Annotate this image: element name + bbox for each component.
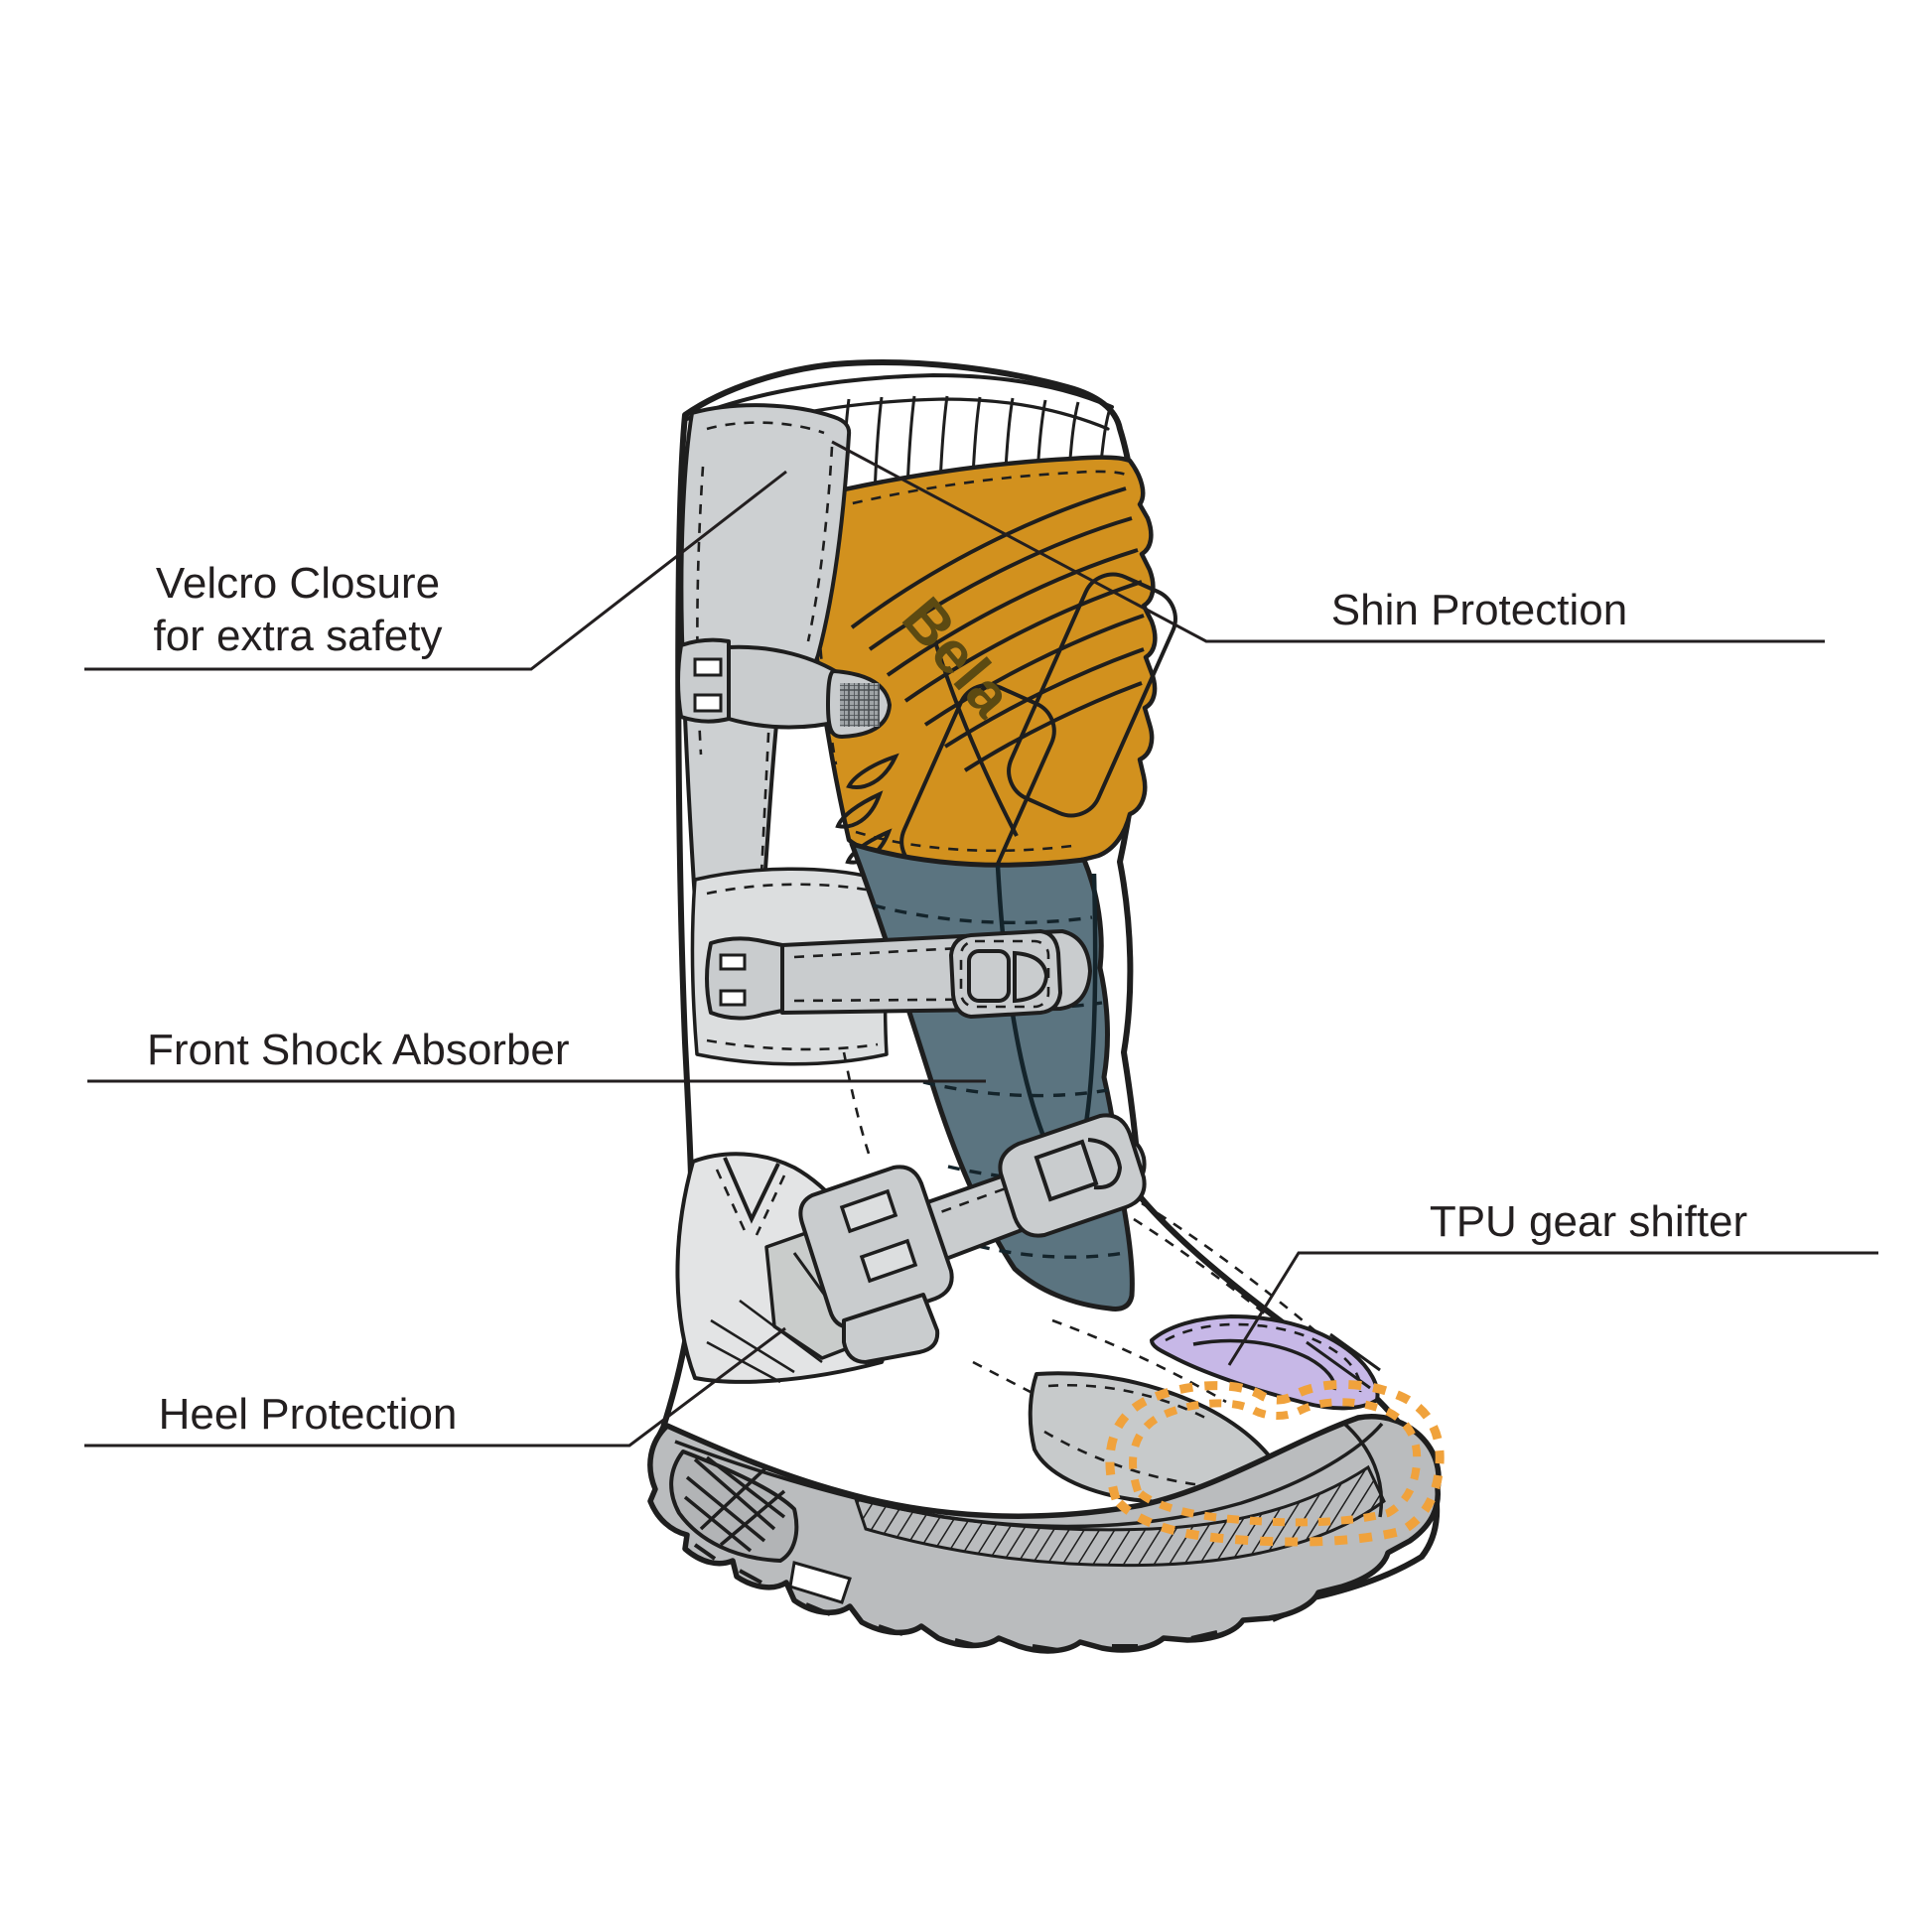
tpu-gear-shifter-leader-line [1227, 1251, 1878, 1366]
callout-heel-protection: Heel Protection [84, 1326, 786, 1448]
buckle-tooth [693, 693, 723, 713]
shin-plate: Bela [803, 455, 1177, 891]
label-tpu-gear-shifter: TPU gear shifter [1430, 1197, 1747, 1246]
buckle-tooth [719, 989, 747, 1007]
sole [647, 1414, 1442, 1654]
midsole-line [674, 1422, 1384, 1529]
label-velcro-closure-line2: for extra safety [153, 612, 442, 660]
callout-shin-protection: Shin Protection [831, 440, 1825, 643]
toe-block-line [1340, 1420, 1384, 1518]
tpu-gear-shifter-patch [1150, 1314, 1381, 1411]
callout-velcro-closure: Velcro Closure for extra safety [84, 470, 787, 671]
buckle-tooth [719, 953, 747, 971]
velcro-closure-leader-line [84, 470, 787, 671]
arch-gap [788, 1561, 852, 1604]
ankle-buckle-lever [798, 1165, 954, 1329]
shin-protection-leader-line [831, 440, 1825, 643]
ankle-buckle-strap [798, 1113, 1147, 1364]
sole-hatch-band [853, 1464, 1386, 1568]
middle-buckle-strap [705, 929, 1092, 1021]
label-shin-protection: Shin Protection [1331, 586, 1627, 634]
top-buckle [676, 637, 892, 739]
callout-tpu-gear-shifter: TPU gear shifter [1227, 1197, 1878, 1366]
buckle-tooth [693, 657, 723, 677]
boot-body: Bela [647, 358, 1445, 1654]
toe-impact-dotted-outline [1105, 1379, 1445, 1547]
strap-mesh-tip [840, 683, 880, 727]
heel-tread [669, 1449, 799, 1563]
callout-front-shock-absorber: Front Shock Absorber [87, 1026, 986, 1083]
label-heel-protection: Heel Protection [159, 1390, 458, 1439]
label-front-shock-absorber: Front Shock Absorber [147, 1026, 570, 1074]
sole-lugs [693, 1543, 1369, 1652]
heel-protection-leader-line [84, 1326, 786, 1448]
label-velcro-closure-line1: Velcro Closure [156, 559, 440, 608]
